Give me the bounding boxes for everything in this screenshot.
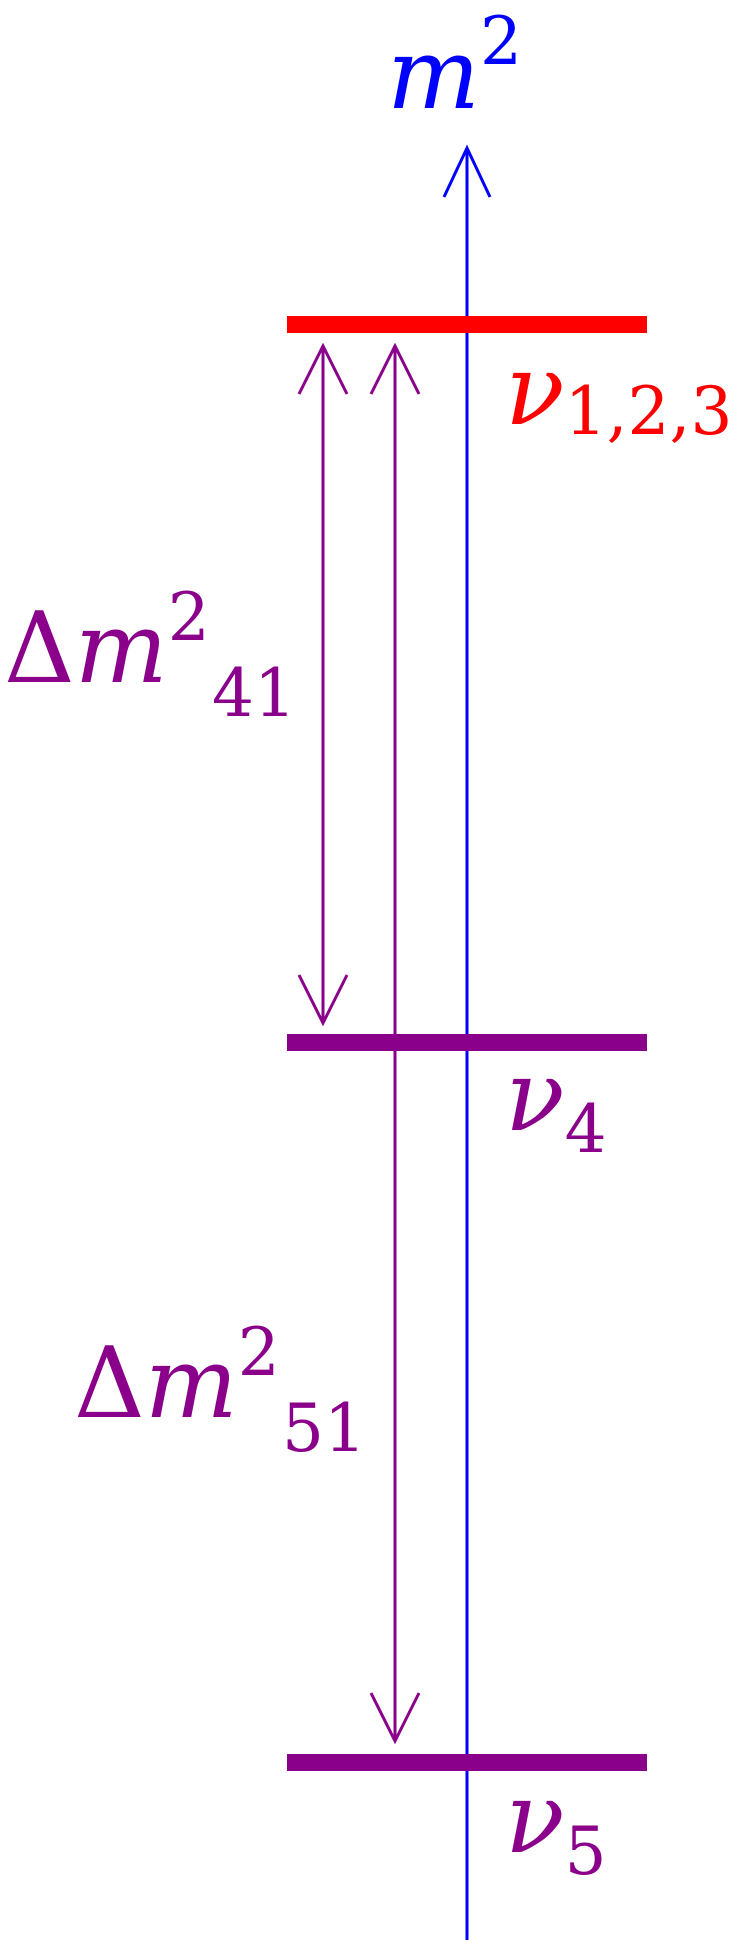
level-bar-nu5	[287, 1754, 647, 1771]
level-bar-nu4	[287, 1034, 647, 1051]
level-subscript: 4	[565, 1091, 607, 1168]
level-subscript: 5	[565, 1813, 607, 1890]
level-label-nu4: ν4	[505, 1040, 607, 1168]
level-nu123: ν1,2,3	[287, 316, 733, 450]
level-symbol: ν	[505, 1040, 565, 1154]
delta-symbol: Δ	[4, 592, 75, 706]
splitting-label-dm51: Δm2	[74, 1314, 280, 1441]
level-label-nu5: ν5	[505, 1762, 607, 1890]
level-symbol: ν	[505, 1762, 565, 1876]
axis-arrowhead-icon	[442, 144, 492, 198]
splitting-base: m	[75, 592, 168, 706]
level-nu4: ν4	[287, 1034, 647, 1168]
splitting-subscript-dm51: 51	[282, 1390, 366, 1467]
arrow-down-head-icon	[297, 974, 349, 1027]
level-nu5: ν5	[287, 1754, 647, 1890]
mass-squared-axis: m2	[387, 3, 522, 1940]
splitting-base: m	[145, 1327, 238, 1441]
splitting-power: 2	[238, 1314, 280, 1391]
axis-label-power: 2	[480, 3, 522, 80]
arrow-down-head-icon	[369, 1692, 421, 1745]
splitting-power: 2	[168, 579, 210, 656]
level-symbol: ν	[505, 334, 565, 448]
axis-label: m2	[387, 3, 522, 132]
arrow-up-head-icon	[369, 342, 421, 395]
level-bar-nu123	[287, 316, 647, 333]
splitting-arrow-dm51	[369, 342, 421, 1745]
delta-symbol: Δ	[74, 1327, 145, 1441]
splitting-arrow-dm41	[297, 342, 349, 1027]
splitting-subscript-dm41: 41	[212, 655, 296, 732]
level-label-nu123: ν1,2,3	[505, 334, 733, 450]
splitting-label-dm41: Δm2	[4, 579, 210, 706]
axis-label-base: m	[387, 18, 480, 132]
level-subscript: 1,2,3	[565, 373, 733, 450]
arrow-up-head-icon	[297, 342, 349, 395]
